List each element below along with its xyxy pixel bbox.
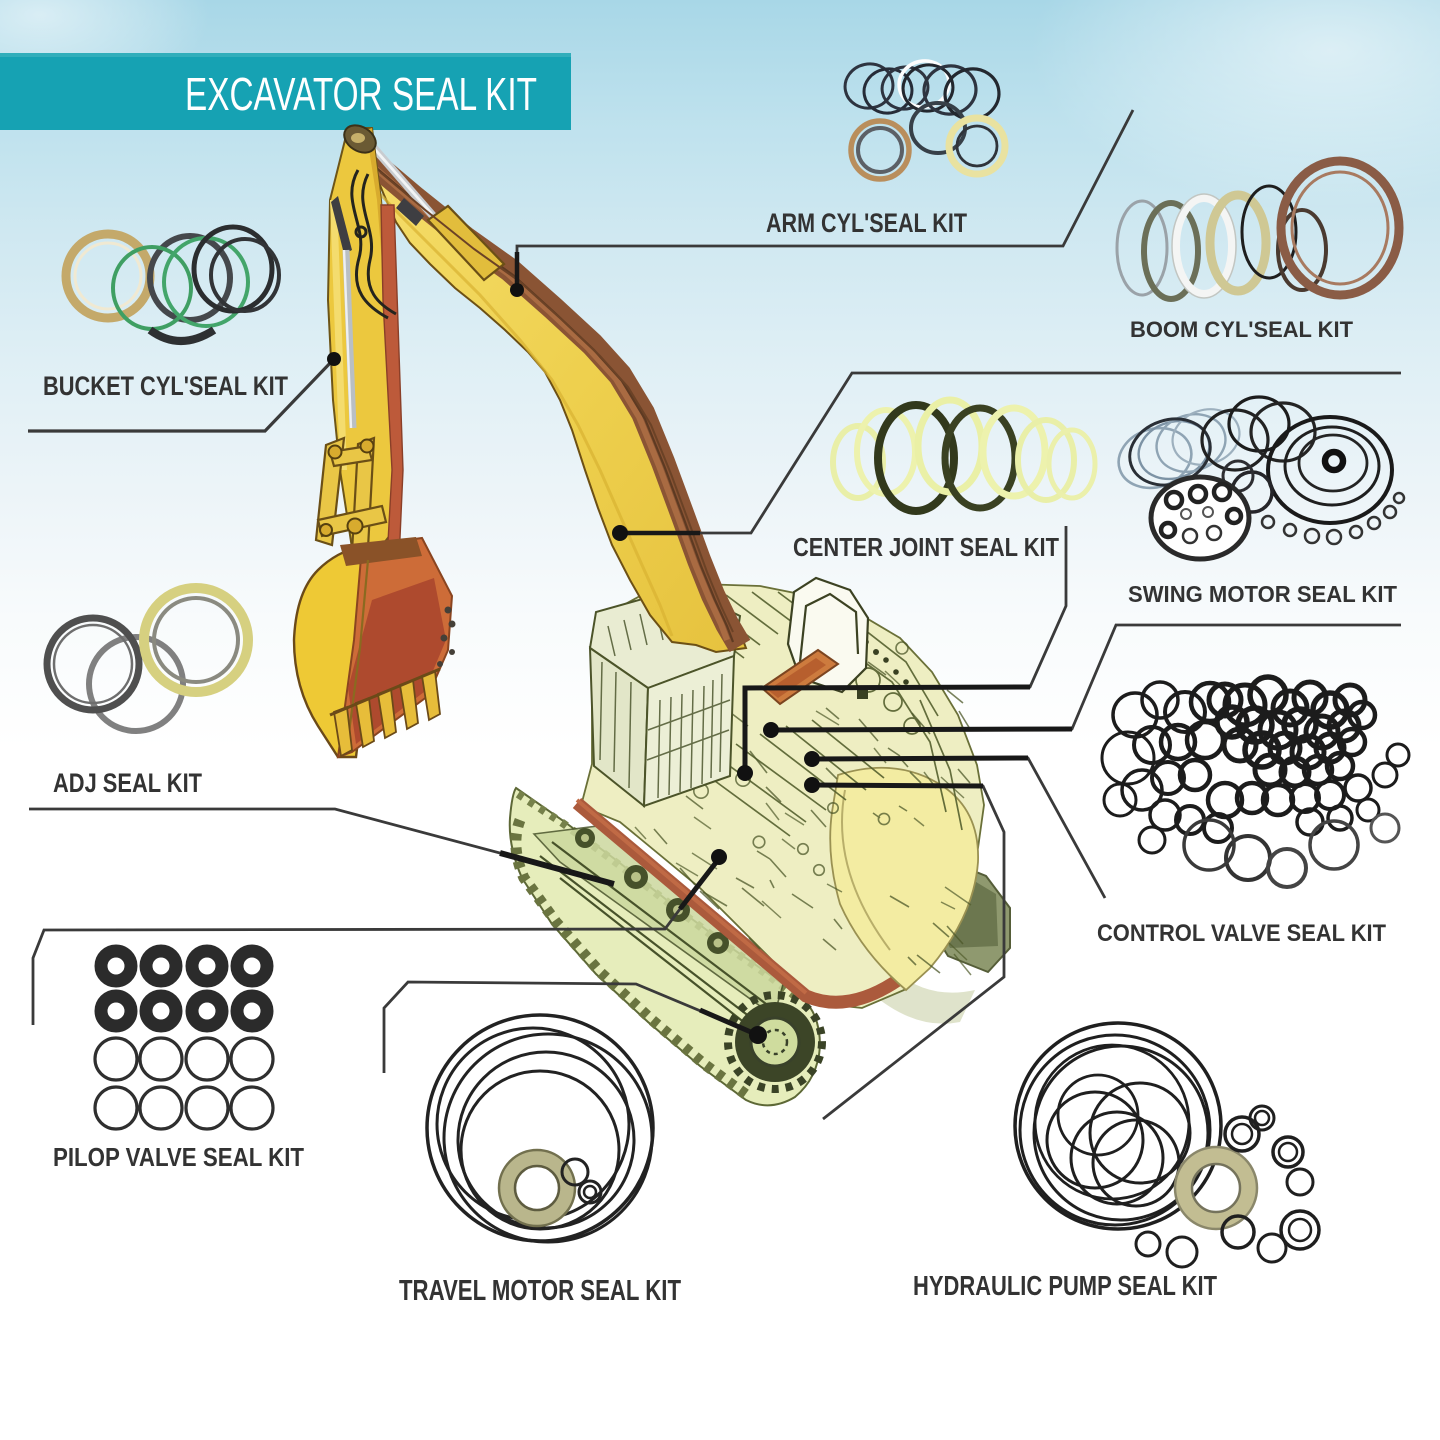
- svg-text:CONTROL VALVE SEAL KIT: CONTROL VALVE SEAL KIT: [1097, 920, 1386, 947]
- svg-text:SWING MOTOR SEAL KIT: SWING MOTOR SEAL KIT: [1128, 581, 1397, 607]
- svg-text:BOOM CYL'SEAL KIT: BOOM CYL'SEAL KIT: [1130, 317, 1354, 342]
- svg-text:PILOP VALVE SEAL KIT: PILOP VALVE SEAL KIT: [53, 1142, 304, 1172]
- svg-text:BUCKET CYL'SEAL KIT: BUCKET CYL'SEAL KIT: [43, 371, 288, 401]
- svg-text:HYDRAULIC PUMP SEAL KIT: HYDRAULIC PUMP SEAL KIT: [913, 1270, 1217, 1301]
- svg-text:EXCAVATOR SEAL KIT: EXCAVATOR SEAL KIT: [185, 68, 537, 120]
- svg-text:CENTER JOINT SEAL KIT: CENTER JOINT SEAL KIT: [793, 532, 1059, 562]
- svg-text:ADJ SEAL KIT: ADJ SEAL KIT: [53, 768, 202, 798]
- svg-text:ARM CYL'SEAL KIT: ARM CYL'SEAL KIT: [766, 208, 967, 238]
- svg-text:TRAVEL MOTOR SEAL KIT: TRAVEL MOTOR SEAL KIT: [399, 1275, 681, 1307]
